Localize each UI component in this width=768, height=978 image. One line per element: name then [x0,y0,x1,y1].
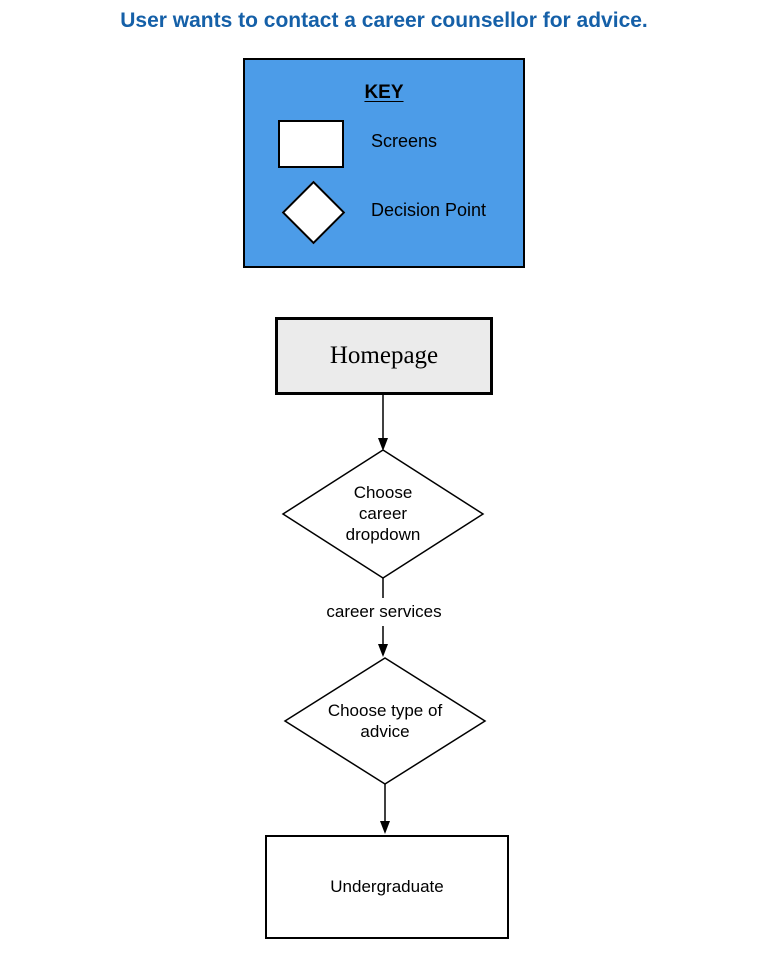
decision2-label: Choose type of advice [327,701,443,741]
arrowhead-to-decision2 [378,644,388,657]
key-legend-box: KEY Screens Decision Point [243,58,525,268]
homepage-screen-node: Homepage [275,317,493,395]
decision-legend-label: Decision Point [371,200,487,220]
arrowhead-to-undergraduate [380,821,390,834]
edge-label-career-services: career services [326,602,442,621]
undergraduate-label: Undergraduate [330,877,444,896]
decision-shape-swatch [281,180,346,245]
homepage-label: Homepage [329,342,439,369]
key-heading: KEY [364,82,404,103]
screens-legend-label: Screens [371,131,438,151]
undergraduate-screen-node: Undergraduate [265,835,509,939]
screen-shape-swatch [278,120,344,168]
arrowhead-to-decision1 [378,438,388,451]
decision1-label: Choose career dropdown [345,483,421,544]
page-title: User wants to contact a career counsello… [120,9,648,32]
